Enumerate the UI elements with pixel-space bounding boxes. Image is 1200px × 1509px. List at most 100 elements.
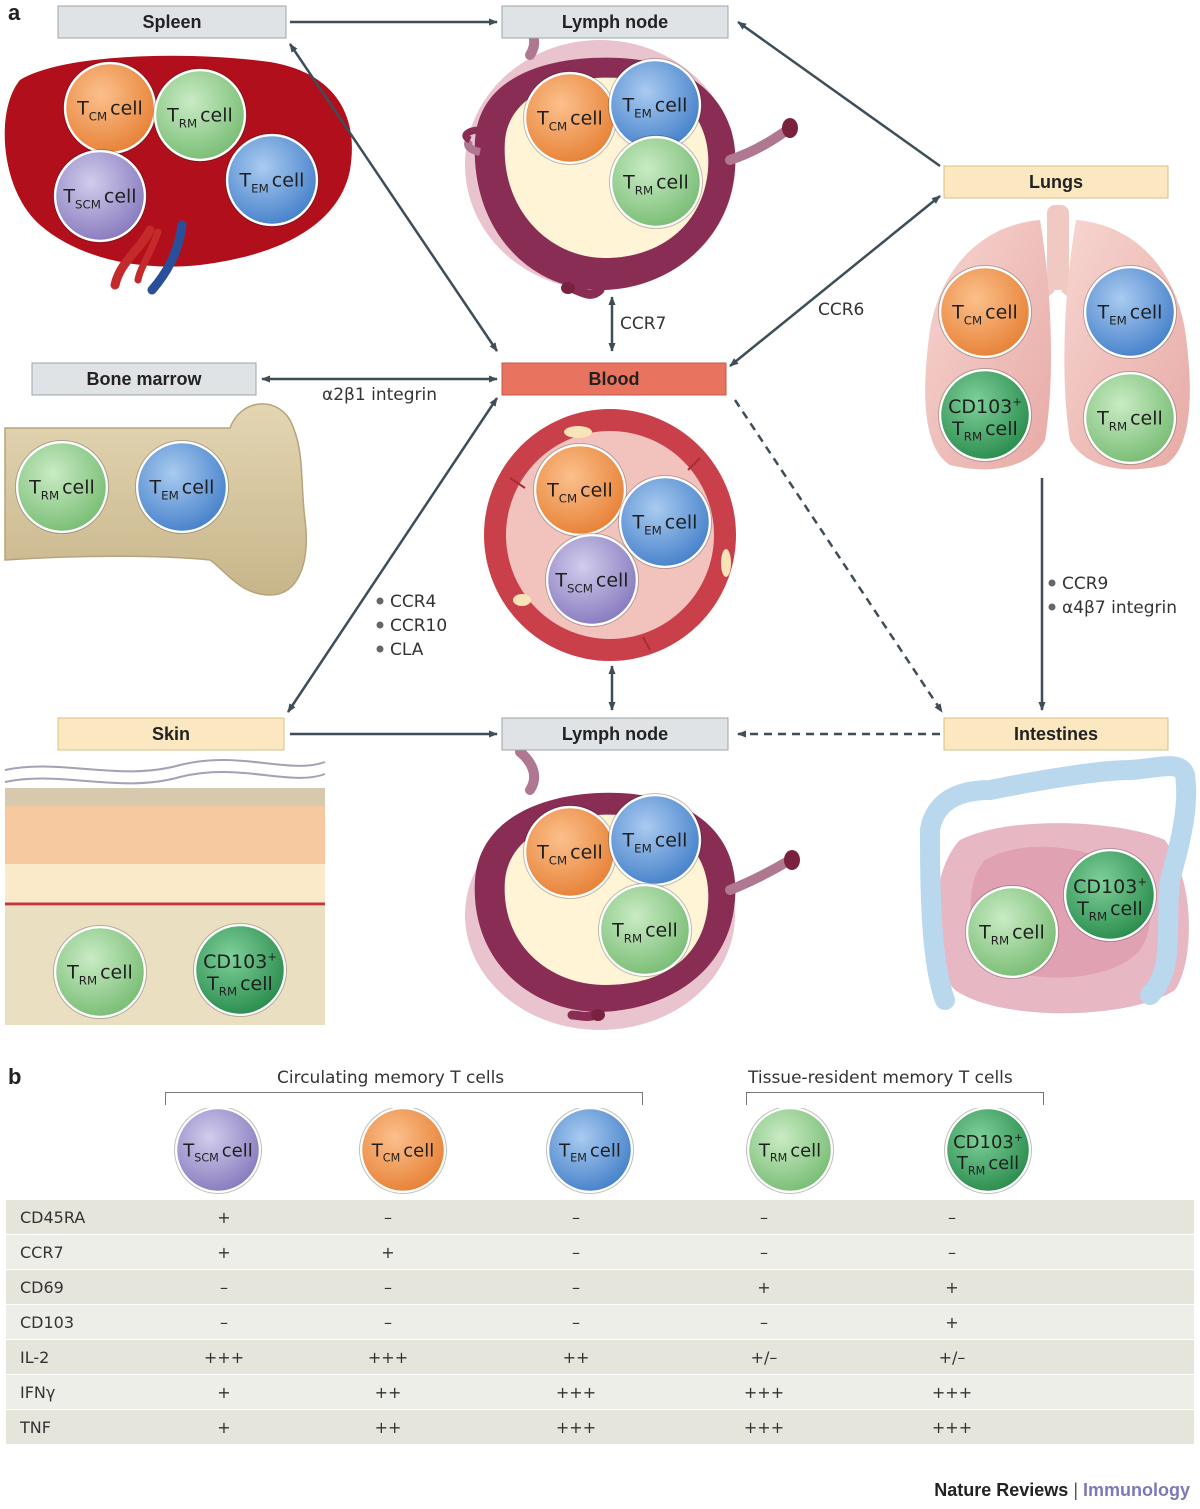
- lymph-node-bottom-label: Lymph node: [501, 717, 729, 751]
- marker-value: –: [294, 1304, 482, 1340]
- resident-group-label: Tissue-resident memory T cells: [748, 1068, 1013, 1088]
- circulating-group-bracket: [165, 1092, 643, 1105]
- marker-name: CD69: [6, 1269, 154, 1305]
- marker-value: +: [858, 1269, 1046, 1305]
- svg-text:Intestines: Intestines: [1014, 724, 1098, 744]
- marker-value: +++: [154, 1339, 294, 1375]
- marker-name: TNF: [6, 1409, 154, 1445]
- svg-text:Lymph node: Lymph node: [562, 724, 668, 744]
- svg-text:Skin: Skin: [152, 724, 190, 744]
- marker-value: +++: [858, 1409, 1046, 1445]
- panel-a-migration-diagram: Spleen Lymph node Lungs Bone marrow Bloo…: [4, 5, 1197, 1030]
- svg-text:Bone marrow: Bone marrow: [86, 369, 202, 389]
- marker-value: +: [154, 1409, 294, 1445]
- row-padding: [1046, 1409, 1194, 1445]
- marker-value: –: [294, 1200, 482, 1235]
- svg-text:Blood: Blood: [589, 369, 640, 389]
- ccr6-label: CCR6: [818, 300, 864, 320]
- marker-value: +++: [294, 1339, 482, 1375]
- circulating-group-label: Circulating memory T cells: [277, 1068, 505, 1088]
- marker-name: CD45RA: [6, 1200, 154, 1235]
- marker-value: –: [670, 1304, 858, 1340]
- spleen-label: Spleen: [57, 5, 287, 39]
- marker-value: ++: [482, 1339, 670, 1375]
- marker-value: –: [482, 1304, 670, 1340]
- row-padding: [1046, 1374, 1194, 1410]
- cell-label-top: CD103+: [953, 1131, 1023, 1153]
- table-row: CD45RA+––––: [6, 1200, 1194, 1235]
- svg-text:Lymph node: Lymph node: [562, 12, 668, 32]
- table-row: TNF++++++++++++: [6, 1409, 1194, 1445]
- row-padding: [1046, 1234, 1194, 1270]
- marker-value: +++: [858, 1374, 1046, 1410]
- blood-label: Blood: [501, 362, 727, 396]
- table-row: CCR7++–––: [6, 1234, 1194, 1270]
- marker-value: +/–: [858, 1339, 1046, 1375]
- marker-value: +++: [670, 1409, 858, 1445]
- bone-marrow-label: Bone marrow: [31, 362, 257, 396]
- marker-value: +++: [482, 1409, 670, 1445]
- marker-value: ++: [294, 1409, 482, 1445]
- migration-arrows: [261, 18, 1046, 738]
- marker-value: ++: [294, 1374, 482, 1410]
- panel-label-a: a: [8, 0, 21, 25]
- table-row: CD103––––+: [6, 1304, 1194, 1340]
- lungs-label: Lungs: [943, 165, 1169, 199]
- ccr7-label: CCR7: [620, 314, 666, 334]
- marker-value: –: [482, 1200, 670, 1235]
- marker-table: CD45RA+––––CCR7++–––CD69–––++CD103––––+I…: [6, 1200, 1194, 1445]
- marker-value: –: [858, 1234, 1046, 1270]
- journal-subject: Immunology: [1083, 1480, 1190, 1500]
- marker-value: +/–: [670, 1339, 858, 1375]
- ccr4-label: CCR4: [390, 592, 436, 612]
- a4b7-integrin-label: α4β7 integrin: [1062, 598, 1177, 618]
- table-row: IL-2+++++++++/–+/–: [6, 1339, 1194, 1375]
- gut-homing-labels: CCR9 α4β7 integrin: [1048, 574, 1177, 618]
- marker-name: IFNγ: [6, 1374, 154, 1410]
- table-row: CD69–––++: [6, 1269, 1194, 1305]
- skin-homing-labels: CCR4 CCR10 CLA: [376, 592, 447, 660]
- ccr10-label: CCR10: [390, 616, 447, 636]
- marker-value: +: [154, 1234, 294, 1270]
- marker-name: CD103: [6, 1304, 154, 1340]
- marker-value: –: [670, 1234, 858, 1270]
- marker-value: –: [670, 1200, 858, 1235]
- marker-value: –: [154, 1269, 294, 1305]
- svg-text:Lungs: Lungs: [1029, 172, 1083, 192]
